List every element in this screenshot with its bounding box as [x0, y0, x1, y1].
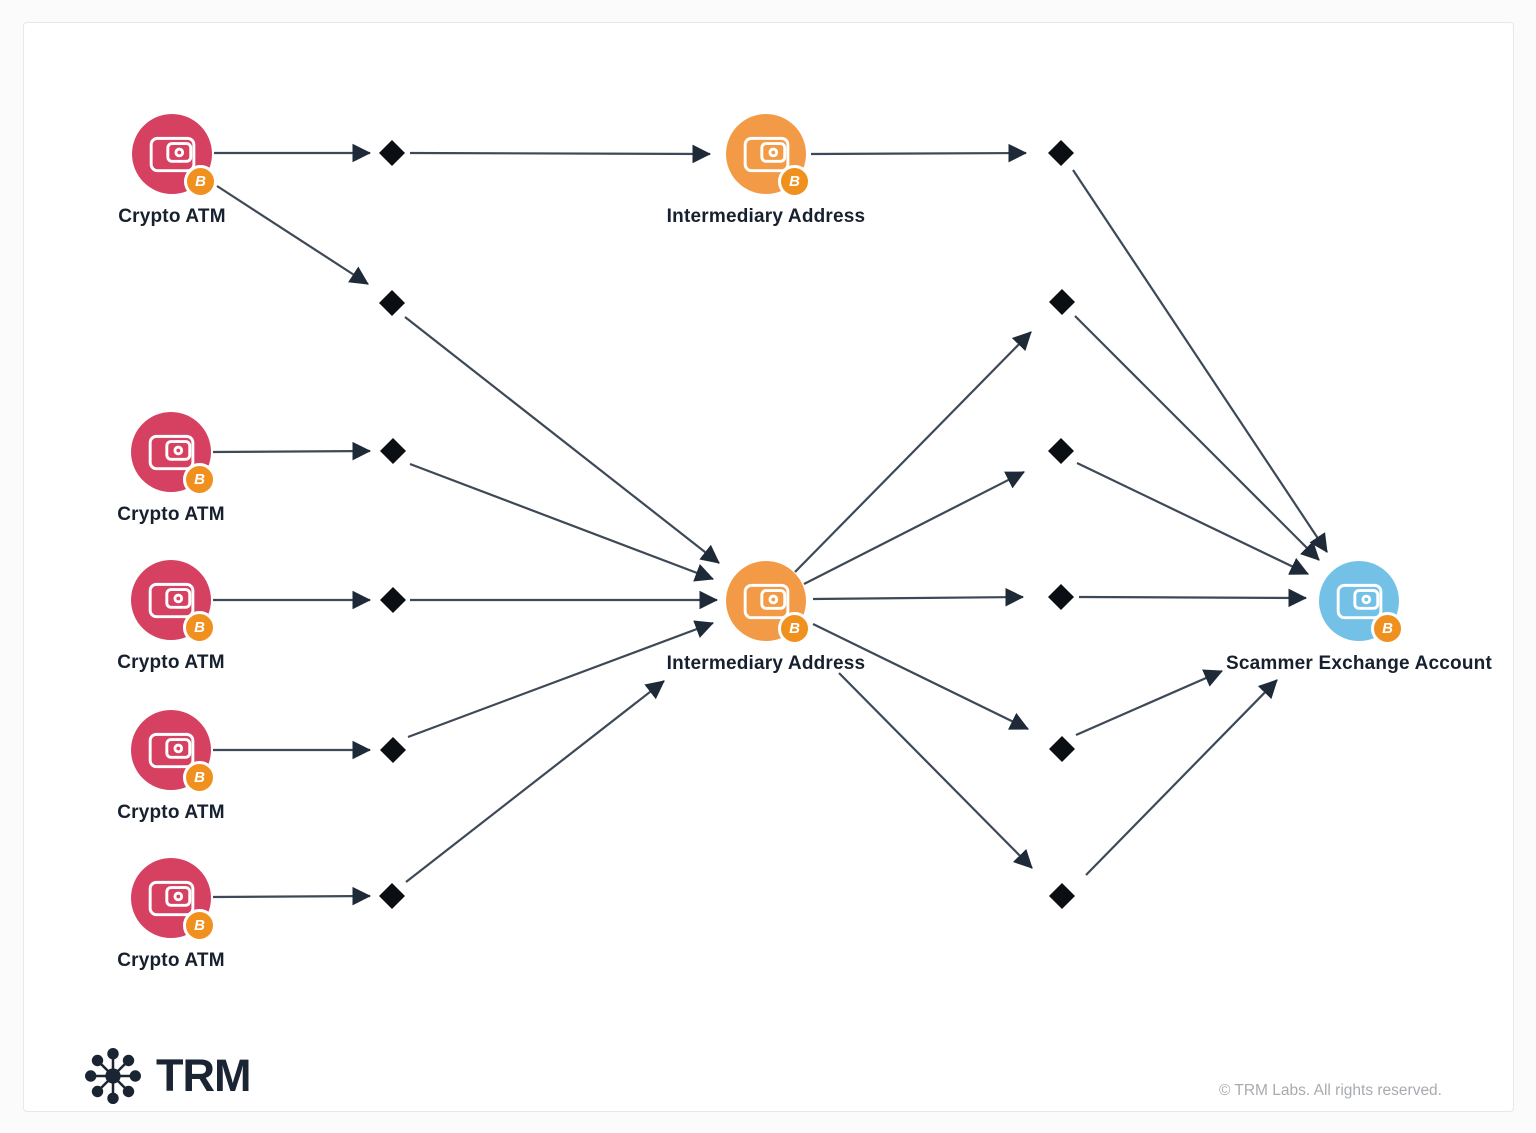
trm-hub-spoke-icon	[85, 1048, 141, 1104]
transaction-diamond-icon	[379, 883, 405, 909]
flow-arrow	[404, 316, 720, 564]
transaction-diamond-icon	[380, 587, 406, 613]
wallet-icon	[743, 583, 790, 620]
trm-logo: TRM	[82, 1045, 251, 1107]
wallet-icon	[149, 136, 196, 173]
flow-arrow	[405, 680, 665, 883]
node-label: Scammer Exchange Account	[1226, 653, 1492, 674]
flow-arrow	[1076, 462, 1309, 575]
diagram-card: B Crypto ATM B Crypto ATM B Cry	[23, 22, 1514, 1112]
flow-arrow	[409, 462, 714, 582]
intermediary-node: B Intermediary Address	[667, 561, 865, 674]
wallet-circle: B	[1319, 561, 1404, 645]
flow-arrow	[812, 623, 1029, 730]
node-label: Crypto ATM	[117, 950, 225, 971]
transaction-diamond-icon	[1048, 438, 1074, 464]
wallet-icon	[148, 582, 195, 619]
crypto-atm-node: B Crypto ATM	[117, 412, 225, 525]
crypto-atm-node: B Crypto ATM	[117, 858, 225, 971]
wallet-circle: B	[131, 858, 216, 942]
wallet-circle: B	[726, 561, 811, 645]
transaction-diamond-icon	[1049, 883, 1075, 909]
bitcoin-badge-icon: B	[183, 611, 216, 644]
transaction-diamond-icon	[380, 438, 406, 464]
bitcoin-badge-icon: B	[1371, 612, 1404, 645]
node-label: Crypto ATM	[118, 206, 226, 227]
flow-arrow	[212, 886, 372, 906]
transaction-diamond-icon	[379, 290, 405, 316]
transaction-diamond-icon	[379, 140, 405, 166]
flow-arrow	[810, 143, 1028, 163]
flow-graph	[212, 140, 1328, 909]
node-label: Intermediary Address	[666, 653, 866, 674]
copyright-text: © TRM Labs. All rights reserved.	[1218, 1082, 1442, 1099]
flow-arrow	[794, 331, 1032, 573]
flow-arrow	[838, 672, 1033, 869]
wallet-circle: B	[726, 114, 811, 198]
flow-arrow	[1075, 669, 1223, 737]
wallet-circle: B	[132, 114, 217, 198]
flow-arrow	[1085, 679, 1278, 876]
transaction-diamond-icon	[1049, 736, 1075, 762]
flow-arrow	[407, 620, 714, 739]
flow-arrow	[216, 185, 369, 285]
wallet-icon	[1336, 583, 1383, 620]
bitcoin-badge-icon: B	[778, 612, 811, 645]
wallet-icon	[148, 732, 195, 769]
flow-arrow	[1074, 315, 1320, 561]
exchange-node: B Scammer Exchange Account	[1226, 561, 1492, 674]
trm-wordmark: TRM	[156, 1050, 251, 1101]
node-label: Intermediary Address	[666, 206, 866, 227]
transaction-diamond-icon	[1049, 289, 1075, 315]
bitcoin-badge-icon: B	[184, 165, 217, 198]
node-label: Crypto ATM	[117, 504, 225, 525]
flow-arrow	[803, 471, 1025, 585]
bitcoin-badge-icon: B	[183, 761, 216, 794]
bitcoin-badge-icon: B	[183, 909, 216, 942]
node-label: Crypto ATM	[117, 802, 225, 823]
intermediary-node: B Intermediary Address	[667, 114, 865, 227]
transaction-diamond-icon	[1048, 140, 1074, 166]
transaction-diamond-icon	[380, 737, 406, 763]
bitcoin-badge-icon: B	[183, 463, 216, 496]
wallet-icon	[743, 136, 790, 173]
flow-arrow	[812, 587, 1025, 607]
wallet-circle: B	[131, 412, 216, 496]
flow-arrow	[212, 441, 372, 461]
bitcoin-badge-icon: B	[778, 165, 811, 198]
flow-arrow	[1078, 588, 1308, 608]
flow-arrow	[1072, 169, 1328, 553]
crypto-atm-node: B Crypto ATM	[118, 114, 226, 227]
wallet-circle: B	[131, 710, 216, 794]
wallet-icon	[148, 434, 195, 471]
wallet-circle: B	[131, 560, 216, 644]
crypto-atm-node: B Crypto ATM	[117, 560, 225, 673]
wallet-icon	[148, 880, 195, 917]
flow-arrow	[409, 144, 712, 164]
transaction-diamond-icon	[1048, 584, 1074, 610]
crypto-atm-node: B Crypto ATM	[117, 710, 225, 823]
node-label: Crypto ATM	[117, 652, 225, 673]
